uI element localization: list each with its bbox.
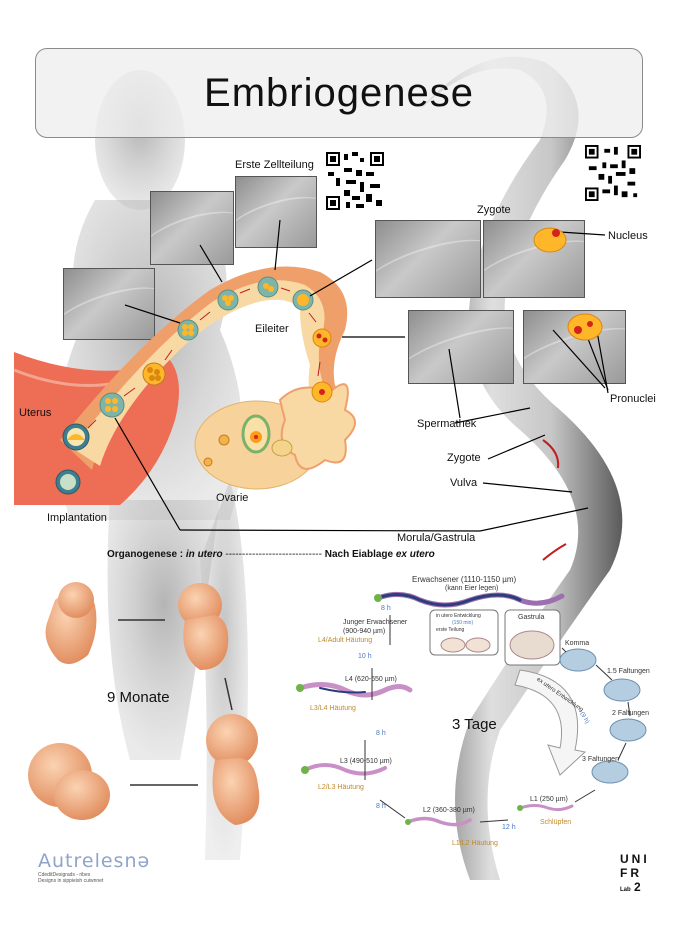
page-title: Embriogenese	[204, 70, 474, 115]
logo-left: Autrelesnə CdeditDesigrads - ribex Desig…	[38, 850, 150, 884]
lc-fold15: 1.5 Faltungen	[607, 668, 650, 675]
lc-h8c: 8 h	[376, 803, 386, 810]
lc-young-adult: Junger Erwachsener	[343, 619, 408, 626]
lc-gastrula: Gastrula	[518, 614, 545, 621]
lc-h8b: 8 h	[376, 730, 386, 737]
lc-in-utero-box: in utero Entwicklung	[436, 613, 481, 619]
label-spermathek: Spermathek	[417, 418, 477, 430]
organogenese-part1: Organogenese :	[107, 549, 186, 560]
lc-l2-molt: L2/L3 Häutung	[318, 784, 364, 791]
lc-adult: Erwachsener (1110-1150 µm)	[412, 575, 517, 584]
lc-l2: L2 (360-380 µm)	[423, 807, 475, 814]
organogenese-part2: Nach Eiablage	[324, 549, 396, 560]
lc-l3-molt: L3/L4 Häutung	[310, 705, 356, 712]
lc-adult-sub: (kann Eier legen)	[445, 585, 499, 592]
logo-left-wordmark: Autrelesnə	[38, 850, 151, 872]
embryo-1	[45, 582, 97, 664]
label-eileiter: Eileiter	[255, 323, 289, 335]
label-morula-gastrula: Morula/Gastrula	[397, 532, 476, 544]
organogenese-ex-utero: ex utero	[395, 549, 435, 560]
lc-l4-molt: L4/Adult Häutung	[318, 637, 373, 644]
label-implantation: Implantation	[47, 512, 107, 524]
ex-utero-arrow	[514, 669, 587, 776]
title-box: Embriogenese	[35, 48, 643, 138]
lc-fold2: 2 Faltungen	[612, 710, 649, 717]
lc-young-adult-size: (900-940 µm)	[343, 628, 386, 635]
logo-right-line2: FR	[620, 866, 642, 880]
logo-right-num: 2	[634, 880, 641, 894]
embryo-cells	[55, 276, 333, 495]
organogenese-dashes: -----------------------------	[225, 549, 322, 560]
label-vulva: Vulva	[450, 477, 478, 489]
micrograph-1	[63, 268, 155, 340]
lc-h12: 12 h	[502, 824, 516, 831]
lc-h8a: 8 h	[381, 605, 391, 612]
organogenese-line: Organogenese : in utero ----------------…	[107, 549, 435, 560]
label-pronuclei: Pronuclei	[610, 393, 656, 405]
label-zygote-mid: Zygote	[447, 452, 481, 464]
micrograph-zygote	[375, 220, 481, 298]
lc-h10: 10 h	[358, 653, 372, 660]
label-uterus: Uterus	[19, 407, 52, 419]
embryo-2	[178, 583, 229, 670]
worm-l2	[406, 816, 472, 827]
embryo-3	[206, 714, 260, 825]
human-embryo-series	[28, 582, 260, 825]
qr-code-left	[326, 152, 384, 210]
human-duration: 9 Monate	[107, 689, 170, 706]
lc-l3: L3 (490-510 µm)	[340, 758, 392, 765]
logo-left-sub1: CdeditDesigrads - ribex	[38, 872, 91, 878]
embryo-4	[28, 743, 110, 820]
lc-fold3: 3 Faltungen	[582, 756, 619, 763]
lc-l1-molt: L1/L2 Häutung	[452, 840, 498, 847]
worm-l3	[303, 763, 387, 776]
logo-right: UNI FR Lab 2	[620, 852, 650, 897]
micrograph-pronuclei-1	[408, 310, 514, 384]
lc-l4: L4 (620-650 µm)	[345, 676, 397, 683]
label-nucleus: Nucleus	[608, 230, 648, 242]
lc-hatch: Schlüpfen	[540, 819, 572, 826]
organogenese-in-utero: in utero	[185, 549, 223, 560]
lc-comma: Komma	[565, 640, 590, 647]
label-zygote-top: Zygote	[477, 204, 511, 216]
micrograph-2	[150, 191, 234, 265]
lc-first-division: erste Teilung	[436, 627, 465, 633]
worm-duration: 3 Tage	[452, 716, 497, 733]
logo-right-lab: Lab	[620, 887, 631, 893]
label-ovarie: Ovarie	[216, 492, 249, 504]
micrograph-3	[235, 176, 317, 248]
label-erste-zellteilung: Erste Zellteilung	[235, 159, 314, 171]
lc-in-utero-time: (150 min)	[452, 620, 474, 626]
logo-left-sub2: Designs in sippieish cuiwnnet	[38, 878, 104, 884]
qr-code-right	[585, 145, 641, 201]
logo-right-line1: UNI	[620, 852, 650, 866]
worm-l4	[297, 682, 413, 698]
lc-l1: L1 (250 µm)	[530, 796, 568, 803]
worm-l1	[518, 804, 574, 812]
